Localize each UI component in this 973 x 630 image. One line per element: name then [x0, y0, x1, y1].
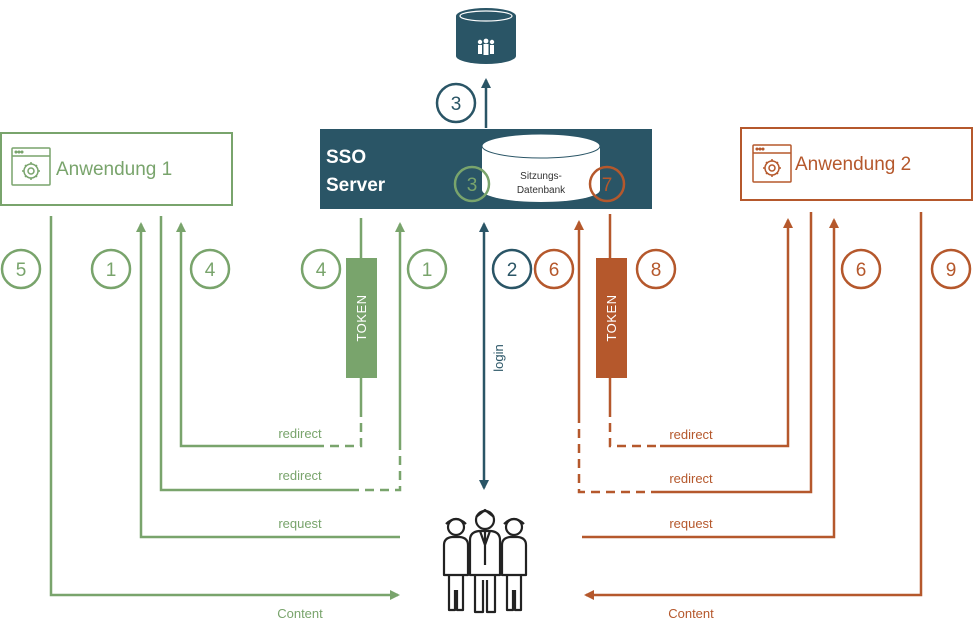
request-flow-right [582, 218, 839, 539]
app1-box: Anwendung 1 [0, 132, 233, 206]
label-redirect-mid-left: redirect [278, 468, 322, 483]
settings-window-icon [11, 147, 51, 186]
redirect-flow-right-top-dashed [608, 408, 660, 448]
step-number: 1 [422, 260, 433, 281]
step-badge-sso-right: 7 [588, 165, 626, 203]
label-redirect-top-right: redirect [669, 427, 713, 442]
sso-title-line1: SSO [326, 147, 366, 168]
sso-server-box: SSO Server Sitzungs- Datenbank 3 7 [320, 129, 652, 209]
step-badge-l1: 1 [90, 248, 132, 290]
step-number: 9 [946, 260, 957, 281]
step-number: 7 [602, 175, 613, 196]
step-badge-l4: 4 [189, 248, 231, 290]
app1-title: Anwendung 1 [56, 159, 172, 180]
redirect-flow-right-mid-dashed [577, 420, 660, 494]
label-redirect-top-left: redirect [278, 426, 322, 441]
step-badge-r8: 8 [635, 248, 677, 290]
app2-box: Anwendung 2 [740, 127, 973, 201]
step-badge-m4: 4 [300, 248, 342, 290]
step-number: 8 [651, 260, 662, 281]
user-group-icon [442, 508, 528, 614]
step-number: 4 [316, 260, 327, 281]
token-left-label: TOKEN [354, 294, 369, 341]
token-right-label: TOKEN [604, 294, 619, 341]
request-flow-left [136, 222, 400, 539]
step-number: 5 [16, 260, 27, 281]
token-left: TOKEN [346, 258, 377, 378]
step-badge-c6: 6 [533, 248, 575, 290]
step-badge-top-db: 3 [435, 82, 477, 124]
redirect-flow-right-mid [660, 212, 813, 494]
label-request-right: request [669, 516, 713, 531]
redirect-flow-left-mid-dashed [350, 450, 402, 492]
step-number: 2 [507, 260, 518, 281]
step-number: 1 [106, 260, 117, 281]
sso-title-line2: Server [326, 175, 386, 196]
content-flow-left [49, 216, 400, 600]
step-number: 4 [205, 260, 216, 281]
redirect-flow-left-top [176, 222, 315, 448]
session-db-line1: Sitzungs- [520, 171, 562, 182]
step-badge-r6: 6 [840, 248, 882, 290]
app1-flows [49, 216, 405, 600]
label-redirect-mid-right: redirect [669, 471, 713, 486]
step-badge-m1: 1 [406, 248, 448, 290]
redirect-flow-left-top-dashed [315, 408, 363, 448]
label-content-right: Content [668, 606, 714, 621]
redirect-flow-right-top [660, 218, 793, 448]
step-number: 6 [856, 260, 867, 281]
step-number: 3 [451, 94, 462, 115]
settings-window-icon [752, 144, 792, 183]
label-request-left: request [278, 516, 322, 531]
app2-flows [574, 212, 923, 600]
step-badge-sso-left: 3 [453, 165, 491, 203]
login-label: login [491, 344, 506, 371]
redirect-flow-left-mid [159, 216, 350, 492]
user-database [456, 8, 516, 64]
session-database: Sitzungs- Datenbank [481, 133, 601, 202]
database-users-icon [477, 38, 495, 55]
step-number: 6 [549, 260, 560, 281]
session-db-line2: Datenbank [517, 185, 566, 196]
step-badge-l5: 5 [0, 248, 42, 290]
step-badge-r9: 9 [930, 248, 972, 290]
label-content-left: Content [277, 606, 323, 621]
app2-title: Anwendung 2 [795, 154, 911, 175]
step-number: 3 [467, 175, 478, 196]
token-right: TOKEN [596, 258, 627, 378]
content-flow-right [584, 212, 923, 600]
step-badge-c2: 2 [491, 248, 533, 290]
